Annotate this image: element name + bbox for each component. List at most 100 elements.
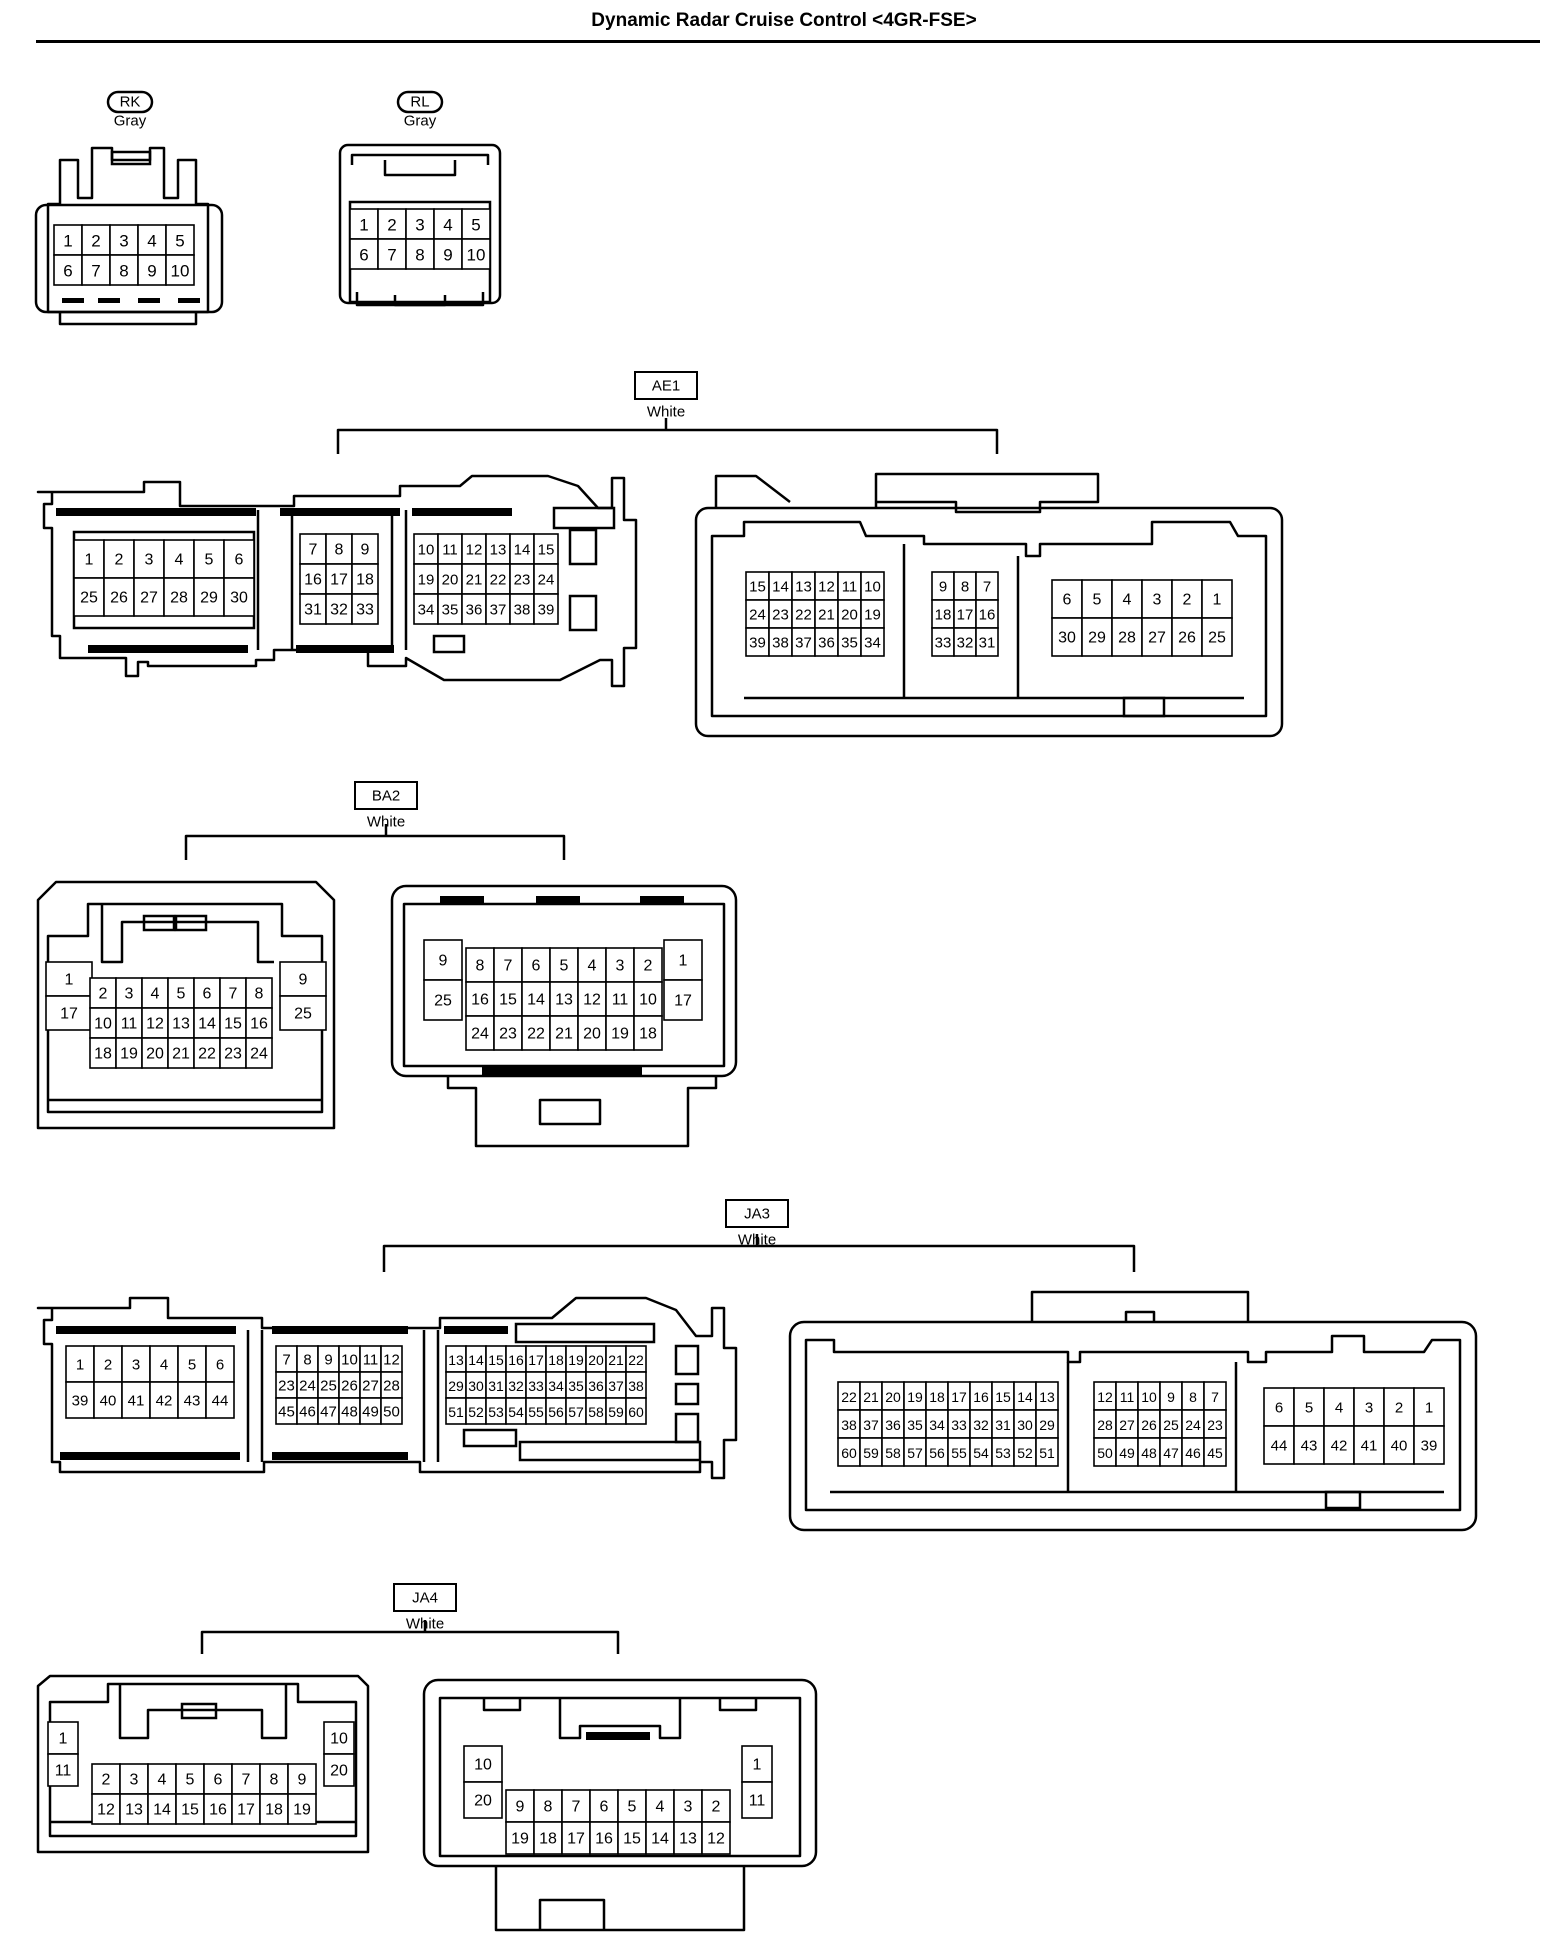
pin-number: 19 [611, 1026, 629, 1043]
pin-grid: 111 [741, 1745, 773, 1819]
pin-cell: 21 [859, 1381, 883, 1411]
pin-number: 10 [418, 542, 435, 559]
connector-id-box [354, 781, 418, 810]
pin-number: 6 [532, 958, 541, 975]
pin-number: 23 [278, 1378, 295, 1395]
pin-box [223, 577, 255, 617]
pin-box [1263, 1425, 1295, 1465]
pin-cell: 2 [89, 977, 117, 1009]
pin-box [103, 577, 135, 617]
pin-number: 16 [471, 992, 489, 1009]
pin-cell: 2 [103, 539, 135, 579]
pin-number: 14 [772, 579, 789, 596]
pin-box [485, 593, 511, 625]
pin-box [413, 593, 439, 625]
pin-cell: 52 [465, 1397, 487, 1425]
pin-number: 4 [656, 1799, 665, 1816]
pin-number: 8 [961, 579, 969, 596]
pin-cell: 3 [115, 977, 143, 1009]
pin-number: 14 [468, 1352, 484, 1368]
pin-number: 34 [418, 602, 435, 619]
pin-number: 1 [1213, 592, 1222, 609]
pin-cell: 24 [533, 563, 559, 595]
pin-number: 9 [443, 246, 452, 265]
pin-cell: 28 [1093, 1409, 1117, 1439]
pin-cell: 13 [791, 571, 816, 601]
latch-slot [88, 645, 248, 653]
pin-cell: 6 [1263, 1387, 1295, 1427]
pin-number: 17 [567, 1831, 585, 1848]
pin-cell: 25 [73, 577, 105, 617]
pin-grid: 925 [423, 939, 463, 1021]
pin-box [1383, 1425, 1415, 1465]
pin-box [577, 947, 607, 983]
pin-number: 34 [929, 1417, 945, 1433]
pin-number: 15 [995, 1389, 1011, 1405]
pin-box [287, 1793, 317, 1825]
pin-number: 1 [76, 1357, 84, 1374]
pin-number: 33 [951, 1417, 967, 1433]
pin-cell: 24 [465, 1015, 495, 1051]
pin-box [163, 577, 195, 617]
pin-number: 28 [383, 1378, 400, 1395]
pin-box [645, 1821, 675, 1855]
pin-number: 22 [841, 1389, 857, 1405]
pin-cell: 14 [645, 1821, 675, 1855]
pin-cell: 2 [1383, 1387, 1415, 1427]
pin-number: 17 [674, 993, 692, 1010]
pin-number: 7 [1211, 1389, 1219, 1405]
pin-cell: 40 [1383, 1425, 1415, 1465]
pin-number: 7 [387, 246, 396, 265]
pin-cell: 18 [931, 599, 955, 629]
pin-cell: 41 [1353, 1425, 1385, 1465]
pin-number: 52 [468, 1404, 484, 1420]
pin-box [380, 1397, 403, 1425]
pin-box [245, 1037, 273, 1069]
pin-number: 20 [588, 1352, 604, 1368]
pin-number: 25 [294, 1006, 312, 1023]
group-bracket [200, 1630, 620, 1654]
pin-number: 60 [628, 1404, 644, 1420]
pin-cell: 4 [645, 1789, 675, 1823]
pin-cell: 36 [461, 593, 487, 625]
connector-id-pill [106, 90, 154, 114]
pin-number: 12 [818, 579, 835, 596]
pin-cell: 3 [133, 539, 165, 579]
pin-box [223, 539, 255, 579]
pin-cell: 27 [1115, 1409, 1139, 1439]
pin-number: 7 [504, 958, 513, 975]
pin-cell: 6 [223, 539, 255, 579]
pin-number: 17 [60, 1006, 78, 1023]
latch [1324, 1490, 1362, 1510]
pin-cell: 8 [259, 1763, 289, 1795]
pin-cell: 7 [493, 947, 523, 983]
pin-number: 11 [442, 542, 458, 559]
pin-number: 4 [175, 552, 184, 569]
pin-cell: 32 [969, 1409, 993, 1439]
pin-cell: 29 [193, 577, 225, 617]
pin-number: 50 [383, 1404, 400, 1421]
pin-cell: 1 [741, 1745, 773, 1783]
pin-cell: 27 [133, 577, 165, 617]
pin-number: 30 [230, 590, 248, 607]
pin-cell: 35 [565, 1371, 587, 1399]
pin-number: 9 [939, 579, 947, 596]
pin-cell: 20 [577, 1015, 607, 1051]
pin-number: 18 [265, 1802, 283, 1819]
pin-cell: 34 [925, 1409, 949, 1439]
pin-number: 35 [568, 1378, 584, 1394]
pin-cell: 2 [377, 208, 407, 240]
pin-number: 2 [102, 1772, 111, 1789]
pin-number: 25 [1208, 630, 1226, 647]
pin-cell: 8 [533, 1789, 563, 1823]
pin-cell: 19 [413, 563, 439, 595]
housing-outline [58, 312, 198, 326]
pin-number: 9 [1167, 1389, 1175, 1405]
pin-number: 36 [818, 635, 835, 652]
